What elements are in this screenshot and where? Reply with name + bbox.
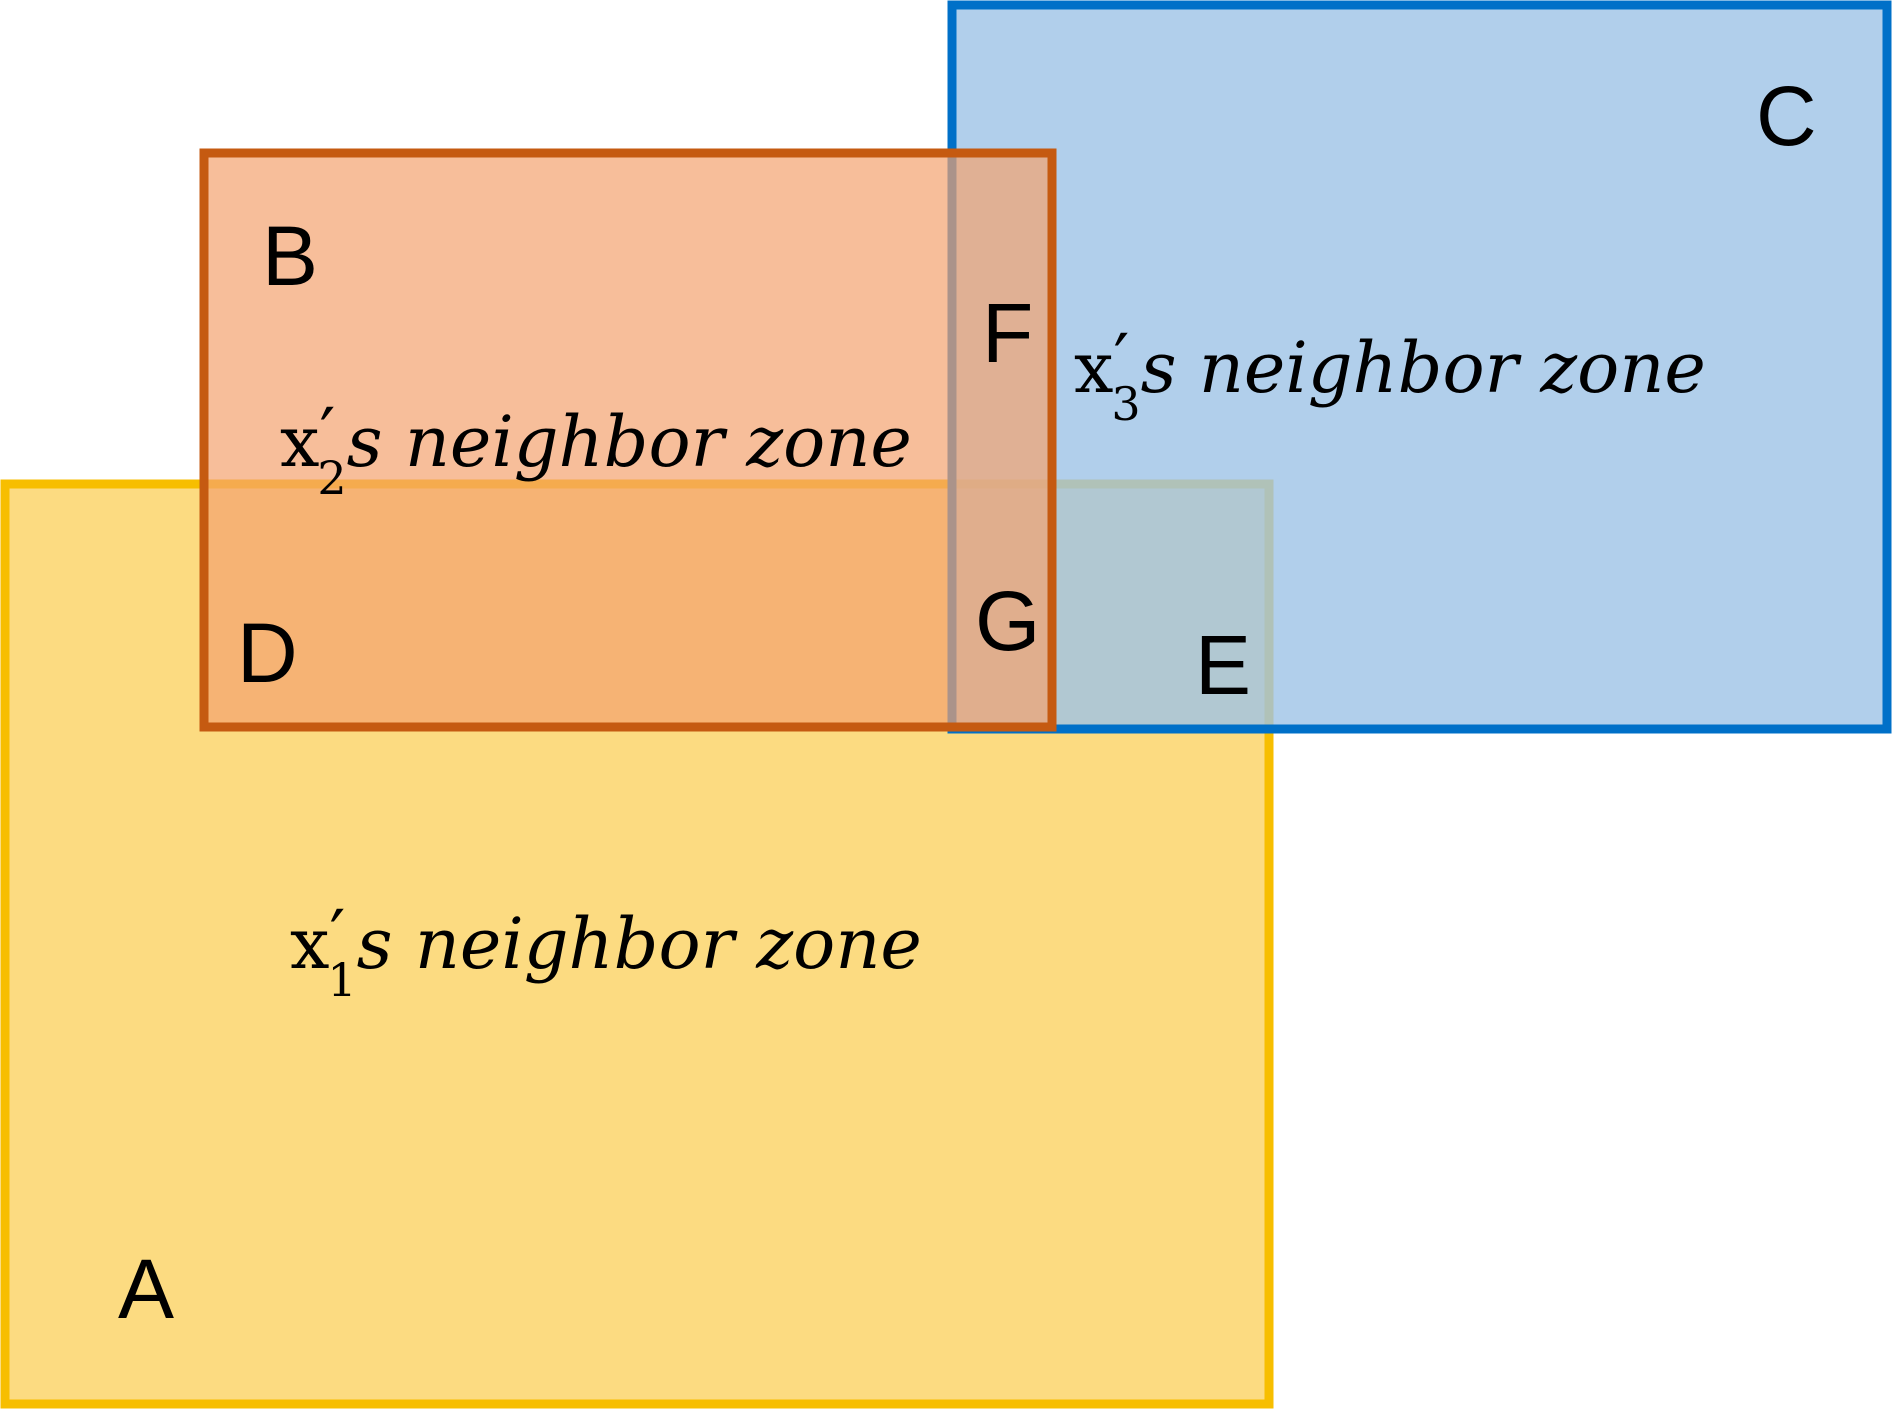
region-label-f: F — [982, 286, 1033, 380]
zone-c-rect — [947, 0, 1892, 734]
region-label-e: E — [1195, 618, 1251, 712]
zone-label-x1: x′1s neighbor zone — [290, 895, 922, 1007]
region-label-g: G — [975, 574, 1040, 668]
region-label-a: A — [118, 1242, 174, 1336]
region-label-b: B — [262, 209, 318, 303]
region-label-c: C — [1756, 69, 1817, 163]
zone-label-x2: x′2s neighbor zone — [280, 393, 912, 505]
zone-b-rect — [199, 148, 1057, 732]
zone-label-x3: x′3s neighbor zone — [1074, 319, 1706, 431]
region-label-d: D — [237, 606, 298, 700]
